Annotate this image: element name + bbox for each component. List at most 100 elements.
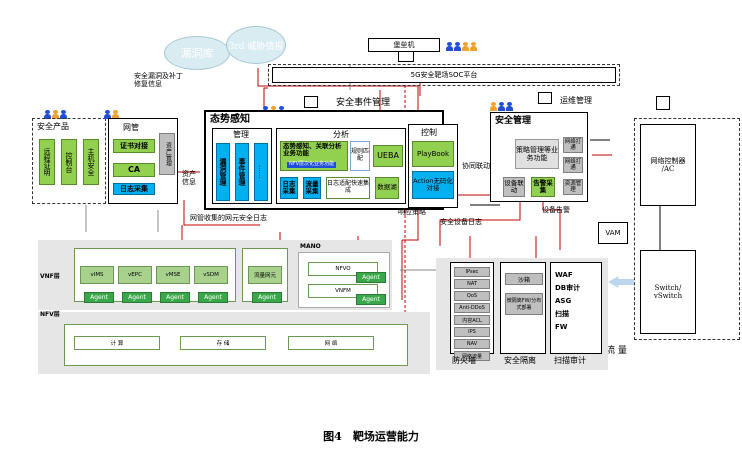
host-security: 主机安全 — [83, 139, 99, 185]
console: 控制台 — [61, 139, 77, 185]
fw-nav: NAV — [454, 339, 490, 349]
vepc: vEPC — [118, 266, 152, 284]
db-audit: DB审计 — [555, 284, 581, 292]
network-mgmt-panel: 网管 证书对接 CA 日志采集 资产管理 — [108, 118, 178, 204]
event-mgmt: 事件管理 — [235, 143, 249, 201]
scan: 扫描 — [555, 310, 569, 318]
sa-management-title: 管理 — [233, 130, 249, 139]
rule-match: 规则匹配 — [350, 141, 370, 171]
red-connector — [257, 68, 419, 241]
security-mgmt-title: 安全管理 — [495, 116, 532, 126]
down-arrow-icon — [304, 96, 318, 108]
log-collection: 日志采集 — [113, 183, 155, 195]
agent-badge: Agent — [198, 292, 228, 303]
network-infra-panel — [634, 118, 740, 340]
sa-control-title: 控制 — [421, 128, 437, 137]
playbook: PlayBook — [412, 141, 454, 167]
data-lake: 数据湖 — [375, 177, 399, 199]
sa-management: 管理 漏洞管理 事件管理 ...... — [212, 128, 272, 204]
security-event-mgmt-label: 安全事件管理 — [336, 98, 391, 108]
users-icon — [44, 104, 68, 123]
sa-main-text: 态势感知、关联分析业务功能 — [283, 142, 342, 158]
fw-traffic: 网络流量 — [454, 351, 490, 361]
threat-intel-label: 3rd 威胁情报 — [228, 41, 284, 52]
vuln-mgmt: 漏洞管理 — [216, 143, 230, 201]
resource-mgmt: 资源管理 — [563, 179, 583, 195]
soc-platform-outer — [268, 64, 620, 86]
fw-antiddos: Anti-DDoS — [454, 303, 490, 313]
more-items: ...... — [254, 143, 268, 201]
security-products-panel: 安全产品 远程证明 控制台 主机安全 — [32, 118, 106, 204]
ca: CA — [113, 163, 155, 177]
vuln-db-cloud: 漏洞库 — [164, 36, 230, 70]
fw-acl: 内容ACL — [454, 315, 490, 325]
asset-mgmt: 资产管理 — [159, 133, 175, 175]
left-arrow-icon — [608, 276, 634, 288]
red-connector — [439, 200, 521, 246]
network-controller: 网络控制器 /AC — [640, 124, 696, 206]
micro-isolation: 微隔离FW/分布式部署 — [505, 293, 543, 315]
bastion-label: 堡垒机 — [393, 40, 415, 49]
red-connector — [183, 200, 260, 226]
down-arrow-icon — [398, 52, 414, 62]
log-collect: 日志采集 — [280, 177, 298, 199]
traffic-ne: 流量网元 — [248, 266, 282, 284]
users-icon — [104, 104, 120, 123]
vims: vIMS — [80, 266, 114, 284]
firewall-list: IPsec NAT QoS Anti-DDoS 内容ACL IPS NAV 网络… — [454, 267, 490, 361]
sa-analysis-title: 分析 — [333, 130, 349, 139]
asset-info-label: 资产信息 — [182, 170, 196, 187]
agent-badge: Agent — [356, 294, 386, 305]
ops-mgmt-label: 运维管理 — [560, 96, 592, 105]
fw-ips: IPS — [454, 327, 490, 337]
agent-badge: Agent — [84, 292, 114, 303]
vuln-patch-label: 安全漏洞及补丁 修复信息 — [134, 72, 183, 89]
fw-ipsec: IPsec — [454, 267, 490, 277]
network-connect-1: 网络打通 — [563, 137, 583, 153]
fw-qos: QoS — [454, 291, 490, 301]
network-mgmt-title: 网管 — [123, 123, 139, 132]
down-arrow-icon — [656, 96, 670, 110]
figure-caption: 图4 靶场运营能力 — [323, 430, 419, 443]
vnf-layer-title: VNF层 — [40, 273, 60, 280]
mano-title: MANO — [300, 243, 321, 250]
vam: VAM — [598, 222, 628, 244]
network-connect-2: 网络打通 — [563, 157, 583, 173]
policy-mgmt: 策略管理等业务功能 — [515, 139, 559, 169]
log-adapt: 日志适配快速集成 — [326, 177, 370, 199]
firewall-panel: IPsec NAT QoS Anti-DDoS 内容ACL IPS NAV 网络… — [450, 262, 494, 361]
scan-audit-list: WAF DB审计 ASG 扫描 FW — [555, 269, 580, 334]
security-products-title: 安全产品 — [37, 122, 69, 131]
sa-control: 控制 PlayBook Action无码化对接 — [408, 124, 458, 208]
fw: FW — [555, 323, 568, 331]
soc-platform: 5G安全靶场SOC平台 — [272, 67, 616, 83]
agent-badge: Agent — [252, 292, 282, 303]
nm-log-label: 网管收集的网元安全日志 — [190, 214, 267, 222]
sa-analysis-main: 态势感知、关联分析业务功能 NFV层次化业务功能 — [280, 141, 348, 171]
waf: WAF — [555, 271, 573, 279]
alarm-collection: 告警采集 — [531, 177, 555, 197]
situational-awareness-panel: 态势感知 管理 漏洞管理 事件管理 ...... 分析 态势感知、关联分析业务功… — [204, 110, 444, 210]
sa-title: 态势感知 — [210, 114, 250, 125]
device-linkage: 设备联动 — [503, 177, 525, 197]
remote-attestation: 远程证明 — [39, 139, 55, 185]
users-icon — [490, 96, 514, 115]
vuln-db-label: 漏洞库 — [180, 47, 214, 60]
isolation-panel: 沙箱 微隔离FW/分布式部署 — [500, 262, 546, 354]
device-log-label: 安全设备日志 — [440, 218, 482, 226]
sa-analysis: 分析 态势感知、关联分析业务功能 NFV层次化业务功能 规则匹配 UEBA 日志… — [276, 128, 406, 204]
action-integration: Action无码化对接 — [412, 171, 454, 199]
agent-badge: Agent — [356, 272, 386, 283]
firewall-title: 防火墙 — [452, 356, 476, 365]
storage: 存 储 — [180, 336, 266, 350]
users-icon — [446, 36, 478, 55]
security-mgmt-panel: 安全管理 策略管理等业务功能 网络打通 网络打通 资源管理 设备联动 告警采集 — [490, 112, 588, 202]
agent-badge: Agent — [122, 292, 152, 303]
soc-platform-label: 5G安全靶场SOC平台 — [410, 70, 478, 79]
nfv-layer-title: NFV层 — [40, 311, 60, 318]
asg: ASG — [555, 297, 572, 305]
ueba: UEBA — [373, 145, 403, 167]
scan-audit-panel: WAF DB审计 ASG 扫描 FW — [550, 262, 602, 354]
agent-badge: Agent — [160, 292, 190, 303]
switch: Switch/ vSwitch — [640, 250, 696, 334]
